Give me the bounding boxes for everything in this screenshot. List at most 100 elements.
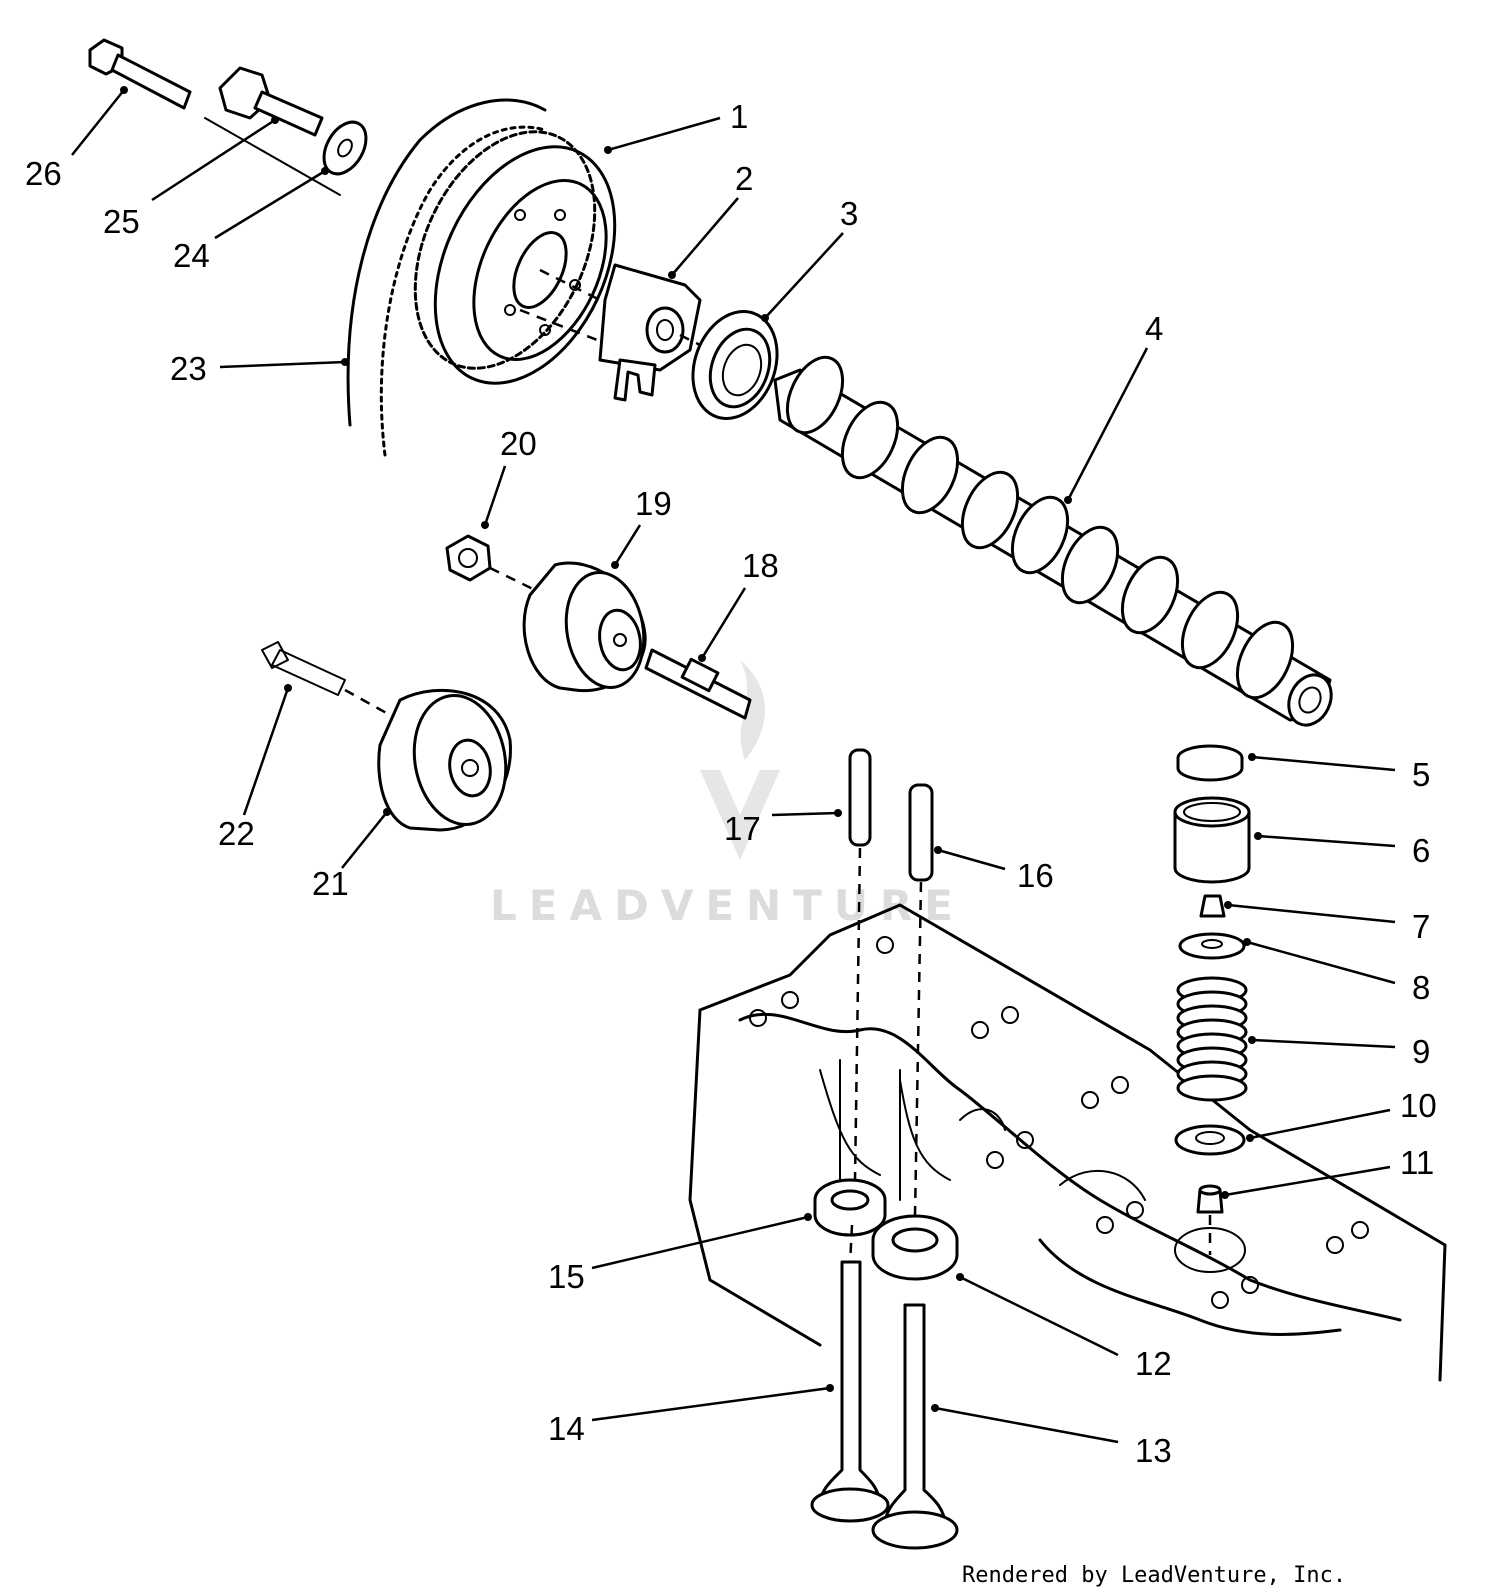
callout-dot	[1254, 832, 1262, 840]
callout-dot	[341, 358, 349, 366]
callout-dot	[668, 271, 676, 279]
watermark-logo	[700, 660, 780, 860]
cam-lobe	[785, 355, 845, 435]
callout-dot	[1224, 901, 1232, 909]
callout-leader	[214, 169, 326, 240]
part-valve-stem-seal-intake	[871, 1214, 959, 1281]
callout-leader	[242, 687, 290, 816]
callout-25: 25	[103, 116, 279, 240]
callout-dot	[120, 86, 128, 94]
callout-20: 20	[481, 425, 537, 529]
callout-number: 4	[1145, 310, 1163, 347]
part-long-bolt	[88, 38, 192, 110]
credit-text: Rendered by LeadVenture, Inc.	[962, 1563, 1346, 1588]
cam-lobe	[840, 400, 900, 480]
callout-number: 8	[1412, 969, 1430, 1006]
callout-5: 5	[1248, 753, 1430, 793]
callout-22: 22	[218, 684, 292, 852]
callout-14: 14	[548, 1384, 834, 1447]
callout-26: 26	[25, 86, 128, 192]
callout-number: 20	[500, 425, 537, 462]
callout-number: 21	[312, 865, 349, 902]
callout-number: 25	[103, 203, 140, 240]
callout-leader	[937, 848, 1006, 871]
callout-leader	[613, 524, 642, 566]
callout-leader	[671, 197, 739, 276]
callout-dot	[321, 167, 329, 175]
part-tensioner-stud	[644, 648, 752, 720]
callout-leader	[1227, 903, 1396, 924]
callout-dot	[383, 808, 391, 816]
part-oil-seal	[691, 310, 779, 420]
callout-leader	[1249, 1108, 1391, 1140]
callout-leader	[771, 811, 839, 817]
callout-dot	[804, 1213, 812, 1221]
callout-leader	[341, 811, 388, 869]
callout-12: 12	[956, 1273, 1172, 1382]
cam-lobe	[1010, 495, 1070, 575]
callout-number: 26	[25, 155, 62, 192]
callout-dot	[1248, 1036, 1256, 1044]
callout-number: 13	[1135, 1432, 1172, 1469]
cam-lobe	[1120, 555, 1180, 635]
callout-leader	[591, 1386, 831, 1422]
callout-10: 10	[1246, 1087, 1437, 1142]
part-idler-pulley	[377, 688, 512, 832]
callout-leader	[1224, 1165, 1391, 1197]
callout-number: 5	[1412, 756, 1430, 793]
callout-dot	[761, 314, 769, 322]
callout-dot	[1064, 496, 1072, 504]
callout-16: 16	[934, 846, 1054, 894]
callout-21: 21	[312, 808, 391, 902]
callout-7: 7	[1224, 901, 1430, 945]
callout-dot	[1243, 938, 1251, 946]
callout-number: 16	[1017, 857, 1054, 894]
cam-lobe	[1180, 590, 1240, 670]
part-nut	[445, 534, 492, 582]
callout-leader	[71, 89, 125, 156]
callout-dot	[604, 146, 612, 154]
callout-17: 17	[724, 809, 842, 847]
callout-number: 23	[170, 350, 207, 387]
callout-leader	[764, 232, 844, 319]
spring-coil	[1176, 1074, 1248, 1102]
callout-number: 11	[1400, 1144, 1434, 1181]
part-tensioner-pulley	[522, 561, 647, 693]
part-valve-spring	[1176, 976, 1248, 1102]
callout-4: 4	[1064, 310, 1163, 504]
callout-leader	[151, 118, 276, 202]
callout-number: 6	[1412, 832, 1430, 869]
callout-leader	[591, 1215, 809, 1270]
part-sensor-plate	[598, 263, 702, 402]
callout-leader	[1066, 347, 1149, 501]
callout-number: 9	[1412, 1033, 1430, 1070]
callout-15: 15	[548, 1213, 812, 1295]
callout-leader	[1257, 834, 1396, 848]
cam-lobe	[900, 435, 960, 515]
part-idler-bolt	[261, 641, 346, 696]
cam-lobe	[1235, 620, 1295, 700]
callout-23: 23	[170, 350, 349, 387]
part-cylinder-head	[688, 903, 1447, 1382]
part-valve-guide-exhaust	[848, 748, 872, 847]
watermark-text: LEADVENTURE	[490, 881, 965, 930]
callout-number: 10	[1400, 1087, 1437, 1124]
part-washer	[322, 120, 368, 176]
callout-leader	[607, 116, 721, 152]
callout-9: 9	[1248, 1033, 1430, 1070]
part-valve-guide-intake	[908, 783, 934, 882]
callout-dot	[698, 654, 706, 662]
callout-3: 3	[761, 195, 858, 322]
callout-leader	[219, 360, 346, 369]
callout-number: 18	[742, 547, 779, 584]
part-upper-spring-retainer	[1178, 932, 1246, 960]
part-exhaust-valve	[810, 1260, 890, 1523]
callout-dot	[1246, 1134, 1254, 1142]
callout-dot	[611, 561, 619, 569]
callout-13: 13	[931, 1404, 1172, 1469]
callout-dot	[834, 809, 842, 817]
callout-dot	[956, 1273, 964, 1281]
callout-number: 17	[724, 810, 761, 847]
part-camshaft-sprocket	[413, 130, 617, 385]
